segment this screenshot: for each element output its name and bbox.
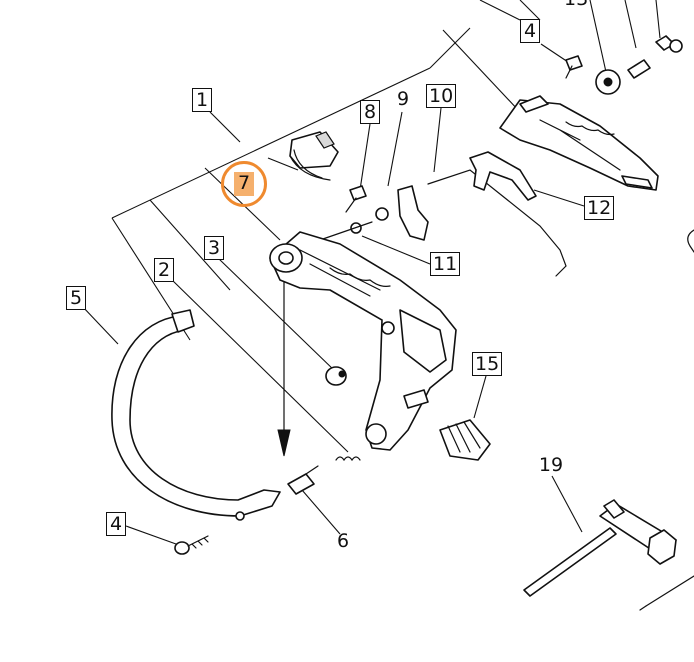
lever-part (469, 151, 537, 201)
rear-handle-part (499, 95, 659, 191)
screw-part-4 (174, 535, 209, 555)
spring-part (319, 221, 373, 241)
callout-15: 15 (472, 352, 502, 376)
housing-part (269, 231, 457, 451)
callout-4-top: 4 (520, 19, 540, 43)
callout-1: 1 (192, 88, 212, 112)
highlight-ring (221, 161, 267, 207)
callout-2: 2 (154, 258, 174, 282)
bolt-part-8 (345, 185, 367, 213)
callout-11: 11 (430, 252, 460, 276)
top-bolts (565, 35, 683, 95)
callout-7: 7 (234, 172, 254, 196)
rod-part (427, 169, 567, 277)
cropped-part-right (687, 229, 694, 253)
front-handle-part (111, 309, 281, 521)
callout-8: 8 (360, 100, 380, 124)
callout-cropped-top: 13 (562, 0, 590, 12)
bolt-part-6 (287, 465, 319, 495)
tool-part (523, 499, 694, 611)
callout-3: 3 (204, 236, 224, 260)
trigger-part (375, 185, 429, 241)
callout-5: 5 (66, 286, 86, 310)
spring-part-2 (335, 456, 361, 462)
callout-9: 9 (396, 88, 410, 110)
switch-part (289, 131, 339, 181)
callout-4-bottom: 4 (106, 512, 126, 536)
callout-6: 6 (336, 530, 350, 552)
callout-10: 10 (426, 84, 456, 108)
buffer-part (439, 419, 491, 461)
guide-arrow (277, 267, 291, 457)
leader-lines (81, 0, 661, 545)
callout-19: 19 (538, 454, 564, 476)
screw-part-3 (325, 366, 347, 386)
assembly-bracket-lines (111, 0, 541, 341)
callout-12: 12 (584, 196, 614, 220)
